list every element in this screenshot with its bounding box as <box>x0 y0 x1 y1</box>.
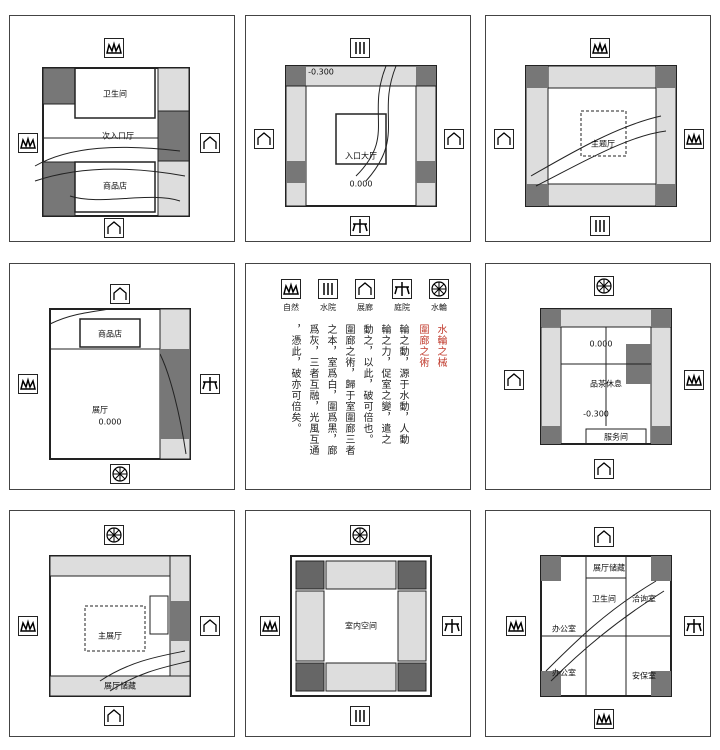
room-storage-label: 展厅储藏 <box>104 681 136 691</box>
mountain-icon-right <box>684 370 704 390</box>
level-label: 0.000 <box>98 417 122 427</box>
mountain-icon-left <box>260 616 280 636</box>
room-storage-label: 展厅储藏 <box>593 563 625 573</box>
legend-item-wheel: 水輪 <box>424 279 454 313</box>
text-column-9: ，憑此，破亦可倍矣。 <box>289 324 300 434</box>
level-label-1: 0.000 <box>589 339 613 349</box>
water-icon <box>350 706 370 726</box>
text-column-3: 輪之動，源于水動，人動 <box>397 324 408 445</box>
pavilion-icon-bottom <box>104 218 124 238</box>
room-hall-label: 入口大厅 <box>345 151 377 161</box>
room-service-label: 服务间 <box>604 432 628 442</box>
water-icon <box>318 279 338 299</box>
plan-panel-3: 主题厅 <box>485 15 711 242</box>
room-office-1-label: 办公室 <box>552 624 576 634</box>
room-space-label: 室内空间 <box>345 621 377 631</box>
pavilion-icon-left <box>254 129 274 149</box>
mountain-icon <box>590 38 610 58</box>
room-rest-label: 品茶休息 <box>590 379 622 389</box>
pavilion-icon-right <box>444 129 464 149</box>
level-label-2: 0.000 <box>349 179 373 189</box>
room-hall-label: 展厅 <box>92 405 108 415</box>
wheel-icon <box>104 525 124 545</box>
plan-panel-6: 品茶休息 服务间 0.000 -0.300 <box>485 263 711 490</box>
legend-label: 水輪 <box>431 303 447 312</box>
pavilion-icon-left <box>504 370 524 390</box>
plan-drawing-4 <box>49 308 191 460</box>
plan-panel-2: 入口大厅 -0.300 0.000 <box>245 15 471 242</box>
room-shop-label: 商品店 <box>98 329 122 339</box>
plan-panel-4: 商品店 展厅 0.000 <box>9 263 235 490</box>
plan-drawing-1 <box>34 67 190 217</box>
text-column-7: 之本，室爲白，圍爲黑，廊 <box>325 324 336 456</box>
legend-item-nature: 自然 <box>276 279 306 313</box>
tree-icon-right <box>200 374 220 394</box>
tree-icon-right <box>684 616 704 636</box>
legend-row: 自然 水院 展廊 庭院 水輪 <box>276 279 456 319</box>
plan-panel-7: 主展厅 展厅储藏 <box>9 510 235 737</box>
text-column-6: 圍廊之術，歸于室圍廊三者 <box>343 324 354 456</box>
plan-drawing-9 <box>540 555 672 697</box>
mountain-icon-right <box>684 129 704 149</box>
plan-panel-9: 展厅储藏 卫生间 洽询室 办公室 办公室 安保室 <box>485 510 711 737</box>
pavilion-icon <box>355 279 375 299</box>
pavilion-icon-right <box>200 616 220 636</box>
wheel-icon <box>350 525 370 545</box>
room-hall-label: 主展厅 <box>98 631 122 641</box>
plan-drawing-3 <box>525 65 677 207</box>
plan-panel-8: 室内空间 <box>245 510 471 737</box>
tree-icon <box>350 216 370 236</box>
wheel-icon <box>594 276 614 296</box>
room-toilet-label: 卫生间 <box>592 594 616 604</box>
legend-label: 自然 <box>283 303 299 312</box>
legend-panel: 自然 水院 展廊 庭院 水輪 水輪之械 圍廊之術 輪之動，源于水動，人動 輪之力… <box>245 263 471 490</box>
tree-icon <box>392 279 412 299</box>
plan-panel-1: 卫生间 次入口厅 商品店 <box>9 15 235 242</box>
tree-icon-right <box>442 616 462 636</box>
legend-item-gallery: 展廊 <box>350 279 380 313</box>
text-column-title-1: 水輪之械 <box>435 324 446 368</box>
wheel-icon <box>429 279 449 299</box>
room-lounge-label: 洽询室 <box>632 594 656 604</box>
pavilion-icon-bottom <box>594 459 614 479</box>
room-toilet-label: 卫生间 <box>103 89 127 99</box>
plan-drawing-8 <box>290 555 432 697</box>
legend-item-courtyard: 庭院 <box>387 279 417 313</box>
text-column-4: 輪之力，促室之變，遣之 <box>379 324 390 445</box>
wheel-icon <box>110 464 130 484</box>
level-label-1: -0.300 <box>308 67 334 77</box>
pavilion-icon-top <box>110 284 130 304</box>
text-column-8: 爲灰，三者互融，光風互通 <box>307 324 318 456</box>
pavilion-icon-left <box>494 129 514 149</box>
legend-item-water: 水院 <box>313 279 343 313</box>
room-hall-label: 主题厅 <box>591 139 615 149</box>
room-security-label: 安保室 <box>632 671 656 681</box>
plan-drawing-7 <box>49 555 191 697</box>
legend-label: 展廊 <box>357 303 373 312</box>
water-icon <box>590 216 610 236</box>
text-column-5: 動之，以此，破可倍也。 <box>361 324 372 445</box>
pavilion-icon-right <box>200 133 220 153</box>
water-icon <box>350 38 370 58</box>
legend-label: 庭院 <box>394 303 410 312</box>
mountain-icon-left <box>18 374 38 394</box>
room-shop-label: 商品店 <box>103 181 127 191</box>
mountain-icon-left <box>506 616 526 636</box>
mountain-icon-left <box>18 133 38 153</box>
room-entrance-label: 次入口厅 <box>102 131 134 141</box>
plan-drawing-2 <box>285 65 437 207</box>
pavilion-icon-top <box>594 527 614 547</box>
level-label-2: -0.300 <box>583 409 609 419</box>
plan-drawing-6 <box>540 308 672 445</box>
mountain-icon-left <box>18 616 38 636</box>
text-column-title-2: 圍廊之術 <box>417 324 428 368</box>
mountain-icon <box>281 279 301 299</box>
mountain-icon-bottom <box>594 709 614 729</box>
mountain-icon <box>104 38 124 58</box>
pavilion-icon-bottom <box>104 706 124 726</box>
legend-label: 水院 <box>320 303 336 312</box>
room-office-2-label: 办公室 <box>552 668 576 678</box>
